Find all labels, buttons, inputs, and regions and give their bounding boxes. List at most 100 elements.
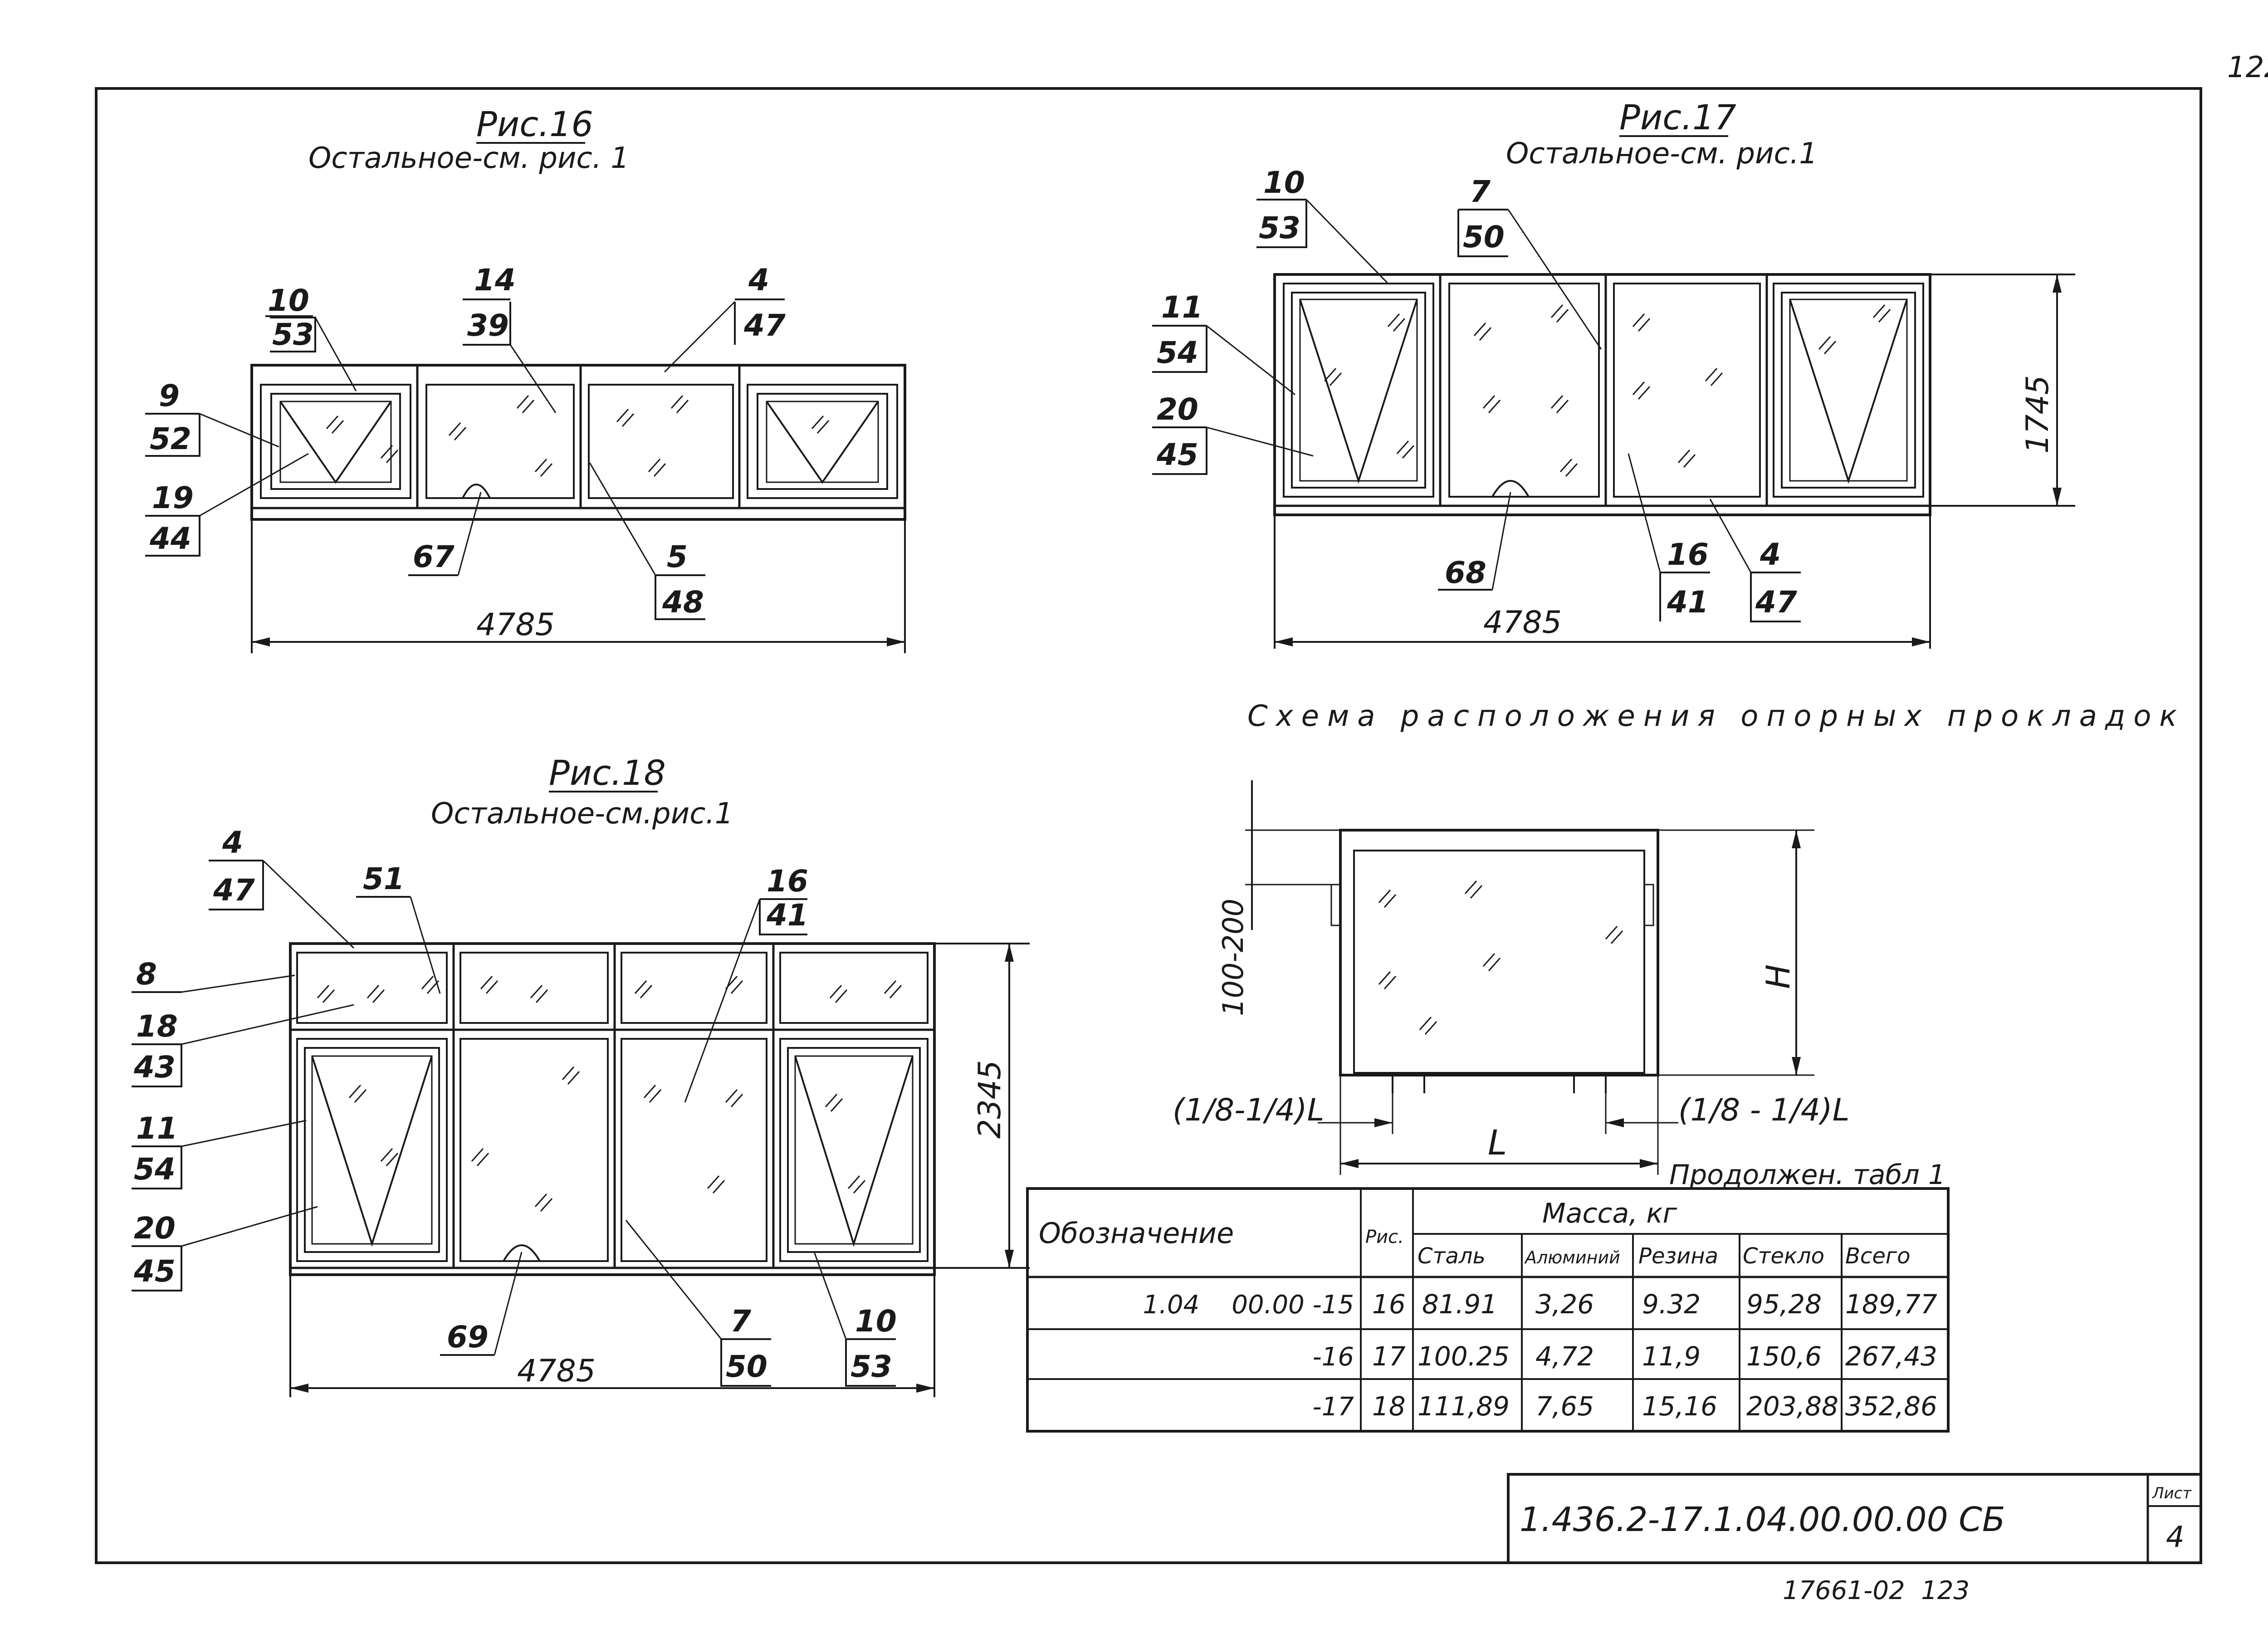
svg-text:4: 4 bbox=[1760, 537, 1781, 572]
fig18-width-dimension: 4785 bbox=[517, 1353, 596, 1389]
svg-text:7: 7 bbox=[1470, 174, 1491, 209]
svg-text:11: 11 bbox=[136, 1111, 178, 1146]
table-caption: Продолжен. табл 1 bbox=[1669, 1159, 1945, 1191]
svg-text:11,9: 11,9 bbox=[1642, 1341, 1701, 1372]
svg-text:17: 17 bbox=[1372, 1341, 1406, 1372]
sheet-number: 4 bbox=[2166, 1521, 2185, 1554]
svg-text:4,72: 4,72 bbox=[1535, 1341, 1594, 1372]
svg-text:53: 53 bbox=[1259, 210, 1300, 245]
svg-text:16: 16 bbox=[1372, 1289, 1406, 1320]
fig18-height-dimension: 2345 bbox=[972, 1060, 1008, 1139]
fig18-callout-18-43: 18 43 bbox=[132, 1004, 354, 1087]
svg-text:100.25: 100.25 bbox=[1418, 1341, 1510, 1372]
title-block: 1.436.2-17.1.04.00.00.00 СБ Лист 4 17661… bbox=[1507, 1473, 2202, 1605]
svg-text:111,89: 111,89 bbox=[1418, 1391, 1510, 1422]
mass-table: Продолжен. табл 1 Обозначение Рис. Масса… bbox=[1026, 1159, 1950, 1433]
fig18-callout-4-47: 4 47 bbox=[209, 825, 355, 949]
th-steel: Сталь bbox=[1418, 1243, 1486, 1269]
svg-text:8: 8 bbox=[136, 957, 157, 992]
svg-text:18: 18 bbox=[1372, 1391, 1406, 1422]
fig16-title: Рис.16 bbox=[476, 104, 593, 144]
scheme-left-fraction: (1/8-1/4)L bbox=[1173, 1092, 1324, 1128]
svg-text:47: 47 bbox=[743, 308, 786, 343]
fig17-callout-10-53: 10 53 bbox=[1256, 165, 1389, 284]
svg-text:41: 41 bbox=[1667, 585, 1709, 620]
svg-text:9.32: 9.32 bbox=[1642, 1289, 1701, 1320]
svg-text:11: 11 bbox=[1161, 290, 1203, 325]
fig18-callout-20-45: 20 45 bbox=[132, 1206, 318, 1291]
svg-text:20: 20 bbox=[1157, 392, 1198, 427]
svg-text:39: 39 bbox=[467, 308, 509, 343]
svg-text:7: 7 bbox=[730, 1304, 751, 1339]
fig17-callout-20-45: 20 45 bbox=[1152, 392, 1314, 475]
svg-text:15,16: 15,16 bbox=[1642, 1391, 1717, 1422]
th-mass: Масса, кг bbox=[1542, 1198, 1677, 1229]
svg-text:68: 68 bbox=[1445, 555, 1486, 590]
svg-text:41: 41 bbox=[766, 898, 808, 933]
svg-text:20: 20 bbox=[134, 1211, 176, 1246]
doc-code: 1.436.2-17.1.04.00.00.00 СБ bbox=[1520, 1500, 2005, 1539]
svg-text:3,26: 3,26 bbox=[1535, 1289, 1594, 1320]
fig18-title: Рис.18 bbox=[549, 753, 666, 793]
svg-text:51: 51 bbox=[363, 861, 405, 896]
fig17-callout-7-50: 7 50 bbox=[1457, 174, 1602, 350]
fig16-subtitle: Остальное-см. рис. 1 bbox=[308, 142, 629, 175]
svg-text:267,43: 267,43 bbox=[1845, 1341, 1937, 1372]
svg-text:67: 67 bbox=[413, 539, 455, 574]
th-rubber: Резина bbox=[1638, 1243, 1718, 1269]
svg-text:54: 54 bbox=[134, 1152, 176, 1187]
svg-text:53: 53 bbox=[272, 317, 314, 352]
svg-text:53: 53 bbox=[850, 1349, 892, 1384]
fig18-subtitle: Остальное-см.рис.1 bbox=[431, 797, 733, 831]
fig17-width-dimension: 4785 bbox=[1483, 605, 1562, 641]
fig16-callout-14-39: 14 39 bbox=[463, 263, 557, 413]
scheme-height-label: H bbox=[1759, 964, 1797, 989]
fig18-callout-8: 8 bbox=[132, 957, 295, 993]
svg-text:352,86: 352,86 bbox=[1845, 1391, 1937, 1422]
fig17-callout-4-47: 4 47 bbox=[1709, 499, 1801, 622]
scheme-length-label: L bbox=[1488, 1122, 1507, 1163]
svg-text:52: 52 bbox=[150, 421, 191, 456]
svg-text:95,28: 95,28 bbox=[1746, 1289, 1822, 1320]
svg-text:203,88: 203,88 bbox=[1746, 1391, 1838, 1422]
svg-text:-17: -17 bbox=[1313, 1392, 1354, 1422]
fig16-callout-10-53: 10 53 bbox=[265, 283, 357, 391]
svg-text:4: 4 bbox=[748, 263, 769, 298]
fig18-callout-51: 51 bbox=[356, 861, 441, 994]
svg-text:5: 5 bbox=[667, 539, 688, 574]
scheme-left-dimension: 100-200 bbox=[1217, 899, 1250, 1016]
svg-text:48: 48 bbox=[662, 585, 704, 620]
svg-text:189,77: 189,77 bbox=[1845, 1289, 1937, 1320]
fig16-callout-19-44: 19 44 bbox=[145, 453, 309, 557]
svg-text:45: 45 bbox=[1156, 437, 1198, 472]
fig16-callout-4-47: 4 47 bbox=[664, 263, 786, 373]
th-total: Всего bbox=[1845, 1243, 1910, 1269]
sheet-label: Лист bbox=[2151, 1484, 2192, 1502]
sheet-frame bbox=[95, 87, 2202, 1564]
svg-text:19: 19 bbox=[152, 480, 194, 515]
fig18-callout-16-41: 16 41 bbox=[684, 864, 808, 1103]
table-row: -16 17 100.25 4,72 11,9 150,6 267,43 bbox=[1313, 1341, 1937, 1372]
fig17-height-dimension: 1745 bbox=[2020, 375, 2056, 454]
svg-text:50: 50 bbox=[1463, 220, 1505, 254]
page-number: 122 bbox=[2227, 51, 2268, 84]
th-fig: Рис. bbox=[1365, 1227, 1404, 1247]
fig17-title: Рис.17 bbox=[1619, 97, 1736, 137]
figure-17: Рис.17 Остальное-см. рис.1 bbox=[1152, 97, 2075, 649]
svg-text:18: 18 bbox=[136, 1009, 178, 1044]
svg-text:16: 16 bbox=[767, 864, 808, 899]
svg-text:43: 43 bbox=[133, 1050, 176, 1085]
svg-text:81.91: 81.91 bbox=[1422, 1289, 1497, 1320]
fig17-subtitle: Остальное-см. рис.1 bbox=[1506, 137, 1818, 171]
svg-text:50: 50 bbox=[726, 1349, 767, 1384]
svg-text:47: 47 bbox=[213, 873, 255, 908]
svg-text:10: 10 bbox=[1263, 165, 1305, 200]
fig18-callout-69: 69 bbox=[440, 1252, 523, 1356]
scheme-right-fraction: (1/8 - 1/4)L bbox=[1678, 1092, 1850, 1128]
scheme-title: Схема расположения опорных прокладок bbox=[1247, 700, 2185, 733]
svg-text:1.04 00.00 -15: 1.04 00.00 -15 bbox=[1143, 1290, 1354, 1320]
svg-text:14: 14 bbox=[474, 263, 516, 298]
svg-text:9: 9 bbox=[159, 378, 180, 413]
svg-text:7,65: 7,65 bbox=[1535, 1391, 1594, 1422]
